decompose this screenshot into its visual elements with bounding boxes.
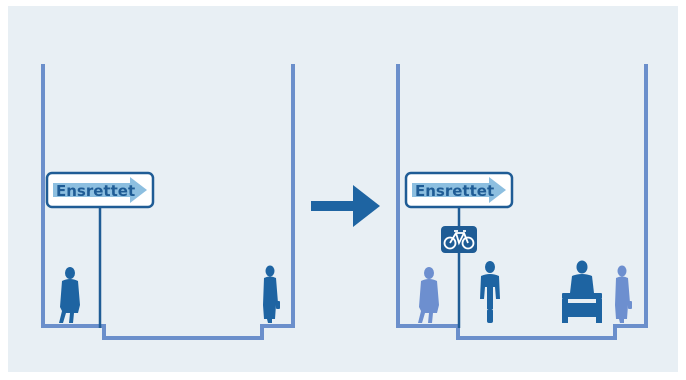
sign-text-after: Ensrettet (415, 182, 494, 200)
sign-text-before: Ensrettet (56, 182, 135, 200)
oneway-sign-after: Ensrettet (406, 173, 512, 207)
pedestrian-icon (615, 266, 632, 324)
pedestrian-icon (263, 266, 280, 324)
pedestrian-icon (418, 267, 439, 323)
cargo-bike-icon (562, 261, 602, 324)
bicycle-exception-sign (441, 226, 477, 253)
street-after: Ensrettet (398, 64, 646, 338)
pedestrian-icon (59, 267, 80, 323)
oneway-sign-before: Ensrettet (47, 173, 153, 207)
cyclist-icon (480, 261, 500, 323)
street-before: Ensrettet (43, 64, 293, 338)
transition-arrow-icon (311, 185, 380, 227)
